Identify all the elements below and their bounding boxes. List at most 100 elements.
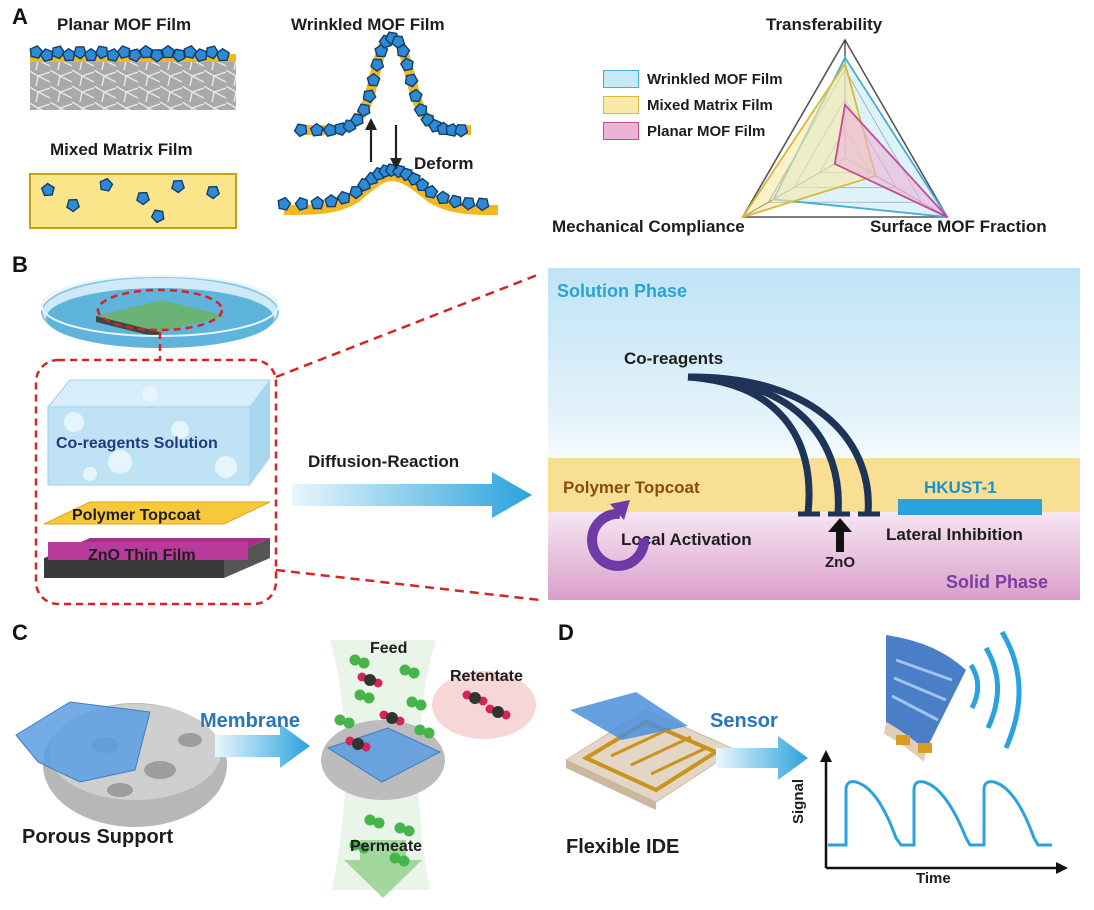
permeant-molecule [406,696,427,711]
mof-crystal [370,58,385,72]
mof-particle [40,182,55,197]
legend-swatch-planar [603,122,639,140]
feed-label: Feed [370,640,408,657]
mof-crystal [399,57,414,72]
mof-crystal [356,103,371,118]
mof-particle [171,179,186,194]
retentate-label: Retentate [450,668,523,685]
permeant-molecule [334,714,355,729]
radar-axis-transferability: Transferability [766,15,883,34]
mof-particle [150,209,165,224]
hkust-1-bar [898,499,1042,515]
radar-legend: Wrinkled MOF Film Mixed Matrix Film Plan… [603,66,783,144]
mof-crystal [366,72,381,87]
radar-axis-mechanical-compliance: Mechanical Compliance [552,217,745,236]
deform-label: Deform [414,154,474,173]
signal-axis-label: Signal [790,778,807,824]
retained-molecule [345,736,371,752]
mof-crystal [171,48,186,63]
radar-chart [740,38,949,219]
mof-crystal [391,35,406,49]
wrinkled-mof-crystals [277,31,490,212]
local-activation-icon [587,500,650,571]
co-reagent-diffusion-arcs [587,373,880,571]
porous-substrate [30,60,236,110]
lateral-inhibition-label: Lateral Inhibition [886,525,1023,544]
mof-crystal [61,47,76,62]
planar-mof-film-illustration [29,44,236,110]
mof-crystal [413,102,428,117]
polymer-matrix [29,173,237,229]
membrane-arrow [215,724,310,768]
mof-crystal [396,43,411,58]
mof-particle [99,177,114,192]
co-reagents-label: Co-reagents [624,349,724,368]
mof-crystal [362,89,377,104]
mof-crystal [205,45,220,60]
mof-membrane-sheet [15,701,151,783]
radar-grid-ring [741,38,949,218]
diffusion-reaction-arrow [292,472,532,518]
permeate-arrow [344,840,422,898]
legend-label-wrinkled: Wrinkled MOF Film [647,70,783,88]
ide-membrane [570,692,688,740]
radar-series-mixed [740,61,877,219]
co-reagents-solution-block [46,379,271,486]
mixed-matrix-film-illustration [29,173,237,229]
mixed-matrix-film-title: Mixed Matrix Film [50,140,193,159]
porous-support-label: Porous Support [22,826,174,848]
mof-crystal-row [29,44,230,63]
mof-crystal [309,122,324,137]
radar-axis-surface-mof-fraction: Surface MOF Fraction [870,217,1047,236]
mof-crystal [475,197,490,212]
hkust-1-label: HKUST-1 [924,478,997,497]
mof-crystal [310,195,325,210]
mof-crystal [215,47,230,62]
mof-crystal [408,88,423,103]
panel-label-a: A [12,4,28,29]
mof-crystal [294,196,308,211]
deform-arrows [365,118,402,170]
retained-molecule [462,690,488,706]
permeant-molecule [354,689,375,704]
permeant-molecule [349,654,370,669]
sensor-arrow [716,736,808,780]
mof-crystal [160,44,176,59]
sensor-label: Sensor [710,710,778,732]
flexible-ide-label: Flexible IDE [566,836,680,858]
radar-series-planar [833,102,948,218]
retained-molecule [357,672,383,688]
mof-crystal [51,45,66,60]
zoom-frame [34,358,278,606]
signal-trace [828,780,1052,847]
mof-crystal [454,124,469,138]
mof-crystal [349,185,364,200]
mof-crystal [349,113,364,128]
panel-label-c: C [12,620,28,645]
mof-crystal [39,48,54,63]
mof-crystal [324,194,339,208]
bent-sensor [884,635,966,762]
panel-label-b: B [12,252,28,277]
sensor-illustration [564,630,1068,874]
mof-particle [206,185,221,200]
polymer-topcoat-plate [43,501,271,525]
zoom-connector-bottom [275,568,541,602]
time-axis-label: Time [916,870,951,887]
wrinkled-mof-film-title: Wrinkled MOF Film [291,15,445,34]
legend-swatch-wrinkled [603,70,639,88]
mof-crystal [293,123,308,138]
mof-particle [66,198,81,213]
planar-mof-film-title: Planar MOF Film [57,15,192,34]
co-reagents-solution-label: Co-reagents Solution [56,435,218,452]
membrane-label: Membrane [200,710,301,732]
legend-swatch-mixed [603,96,639,114]
mof-crystal [277,196,292,211]
legend-label-planar: Planar MOF Film [647,122,766,140]
polymer-topcoat-layer-label: Polymer Topcoat [72,507,201,524]
mof-crystal [424,184,439,199]
mof-crystal [183,44,198,59]
permeate-label: Permeate [350,838,423,855]
device-stack-illustration [34,272,541,606]
zno-label: ZnO [825,554,855,571]
